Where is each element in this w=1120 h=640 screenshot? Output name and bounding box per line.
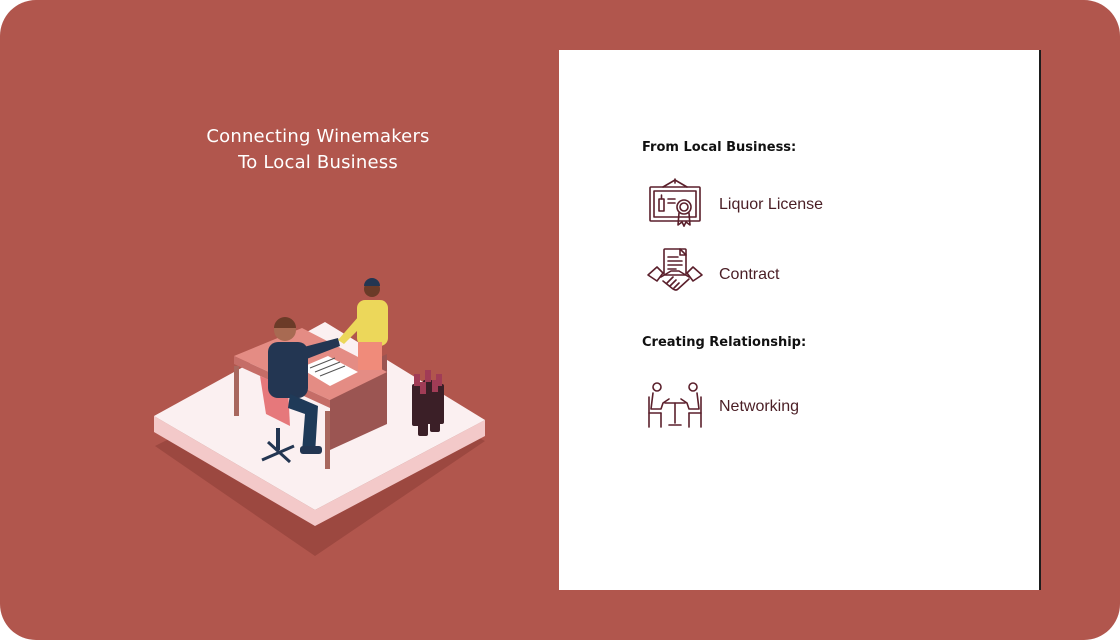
list-item-contract: Contract <box>645 245 779 305</box>
list-item-liquor-license: Liquor License <box>645 175 823 235</box>
hero-title: Connecting Winemakers To Local Business <box>168 124 468 176</box>
contract-label: Contract <box>719 266 780 283</box>
hero-title-line-2: To Local Business <box>238 152 398 173</box>
business-meeting-illustration <box>154 278 485 556</box>
hero-title-line-1: Connecting Winemakers <box>206 126 430 147</box>
list-item-networking: Networking <box>645 377 799 437</box>
networking-label: Networking <box>719 398 800 415</box>
networking-table-icon <box>648 382 702 428</box>
services-panel: From Local Business: Liquor License <box>559 50 1039 590</box>
section-heading-from-local-business: From Local Business: <box>642 140 797 155</box>
certificate-icon <box>649 178 701 227</box>
liquor-license-label: Liquor License <box>719 196 824 213</box>
handshake-contract-icon <box>647 248 703 291</box>
section-heading-creating-relationship: Creating Relationship: <box>642 335 807 350</box>
